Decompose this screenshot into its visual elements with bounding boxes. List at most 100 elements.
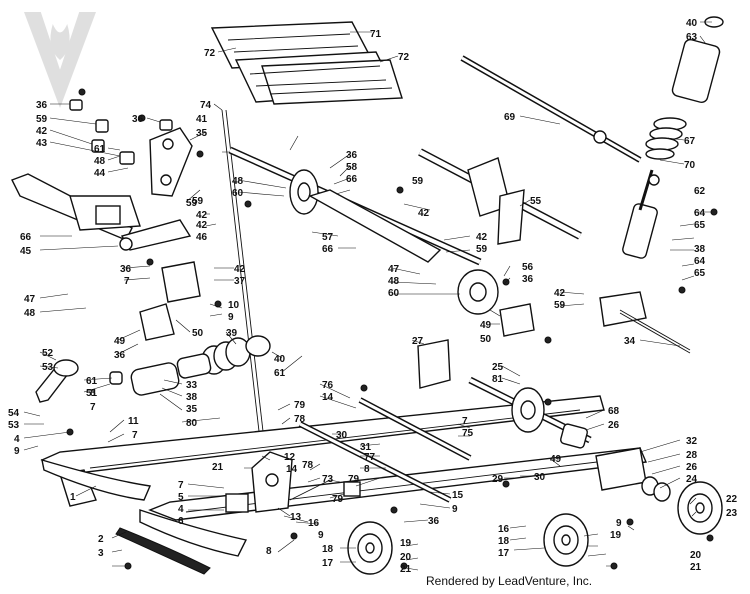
callout: 42	[476, 232, 488, 243]
callout: 31	[360, 442, 372, 453]
callout: 51	[86, 388, 98, 399]
callout: 13	[290, 512, 302, 523]
callout: 61	[86, 376, 98, 387]
callout: 24	[686, 474, 698, 485]
leadventure-logo-icon	[24, 12, 96, 108]
callout: 46	[196, 232, 208, 243]
bumper-part	[417, 339, 451, 389]
callout: 80	[186, 418, 198, 429]
callout: 48	[388, 276, 400, 287]
callout: 8	[364, 464, 370, 475]
callout: 9	[14, 446, 20, 457]
callout: 16	[308, 518, 320, 529]
callout: 62	[694, 186, 706, 197]
callout: 7	[462, 416, 468, 427]
callout: 6	[178, 516, 184, 527]
front-arm-part	[11, 173, 192, 251]
callout: 14	[322, 392, 334, 403]
callout: 48	[24, 308, 36, 319]
callout: 72	[204, 48, 216, 59]
callout: 7	[90, 402, 96, 413]
callout: 4	[14, 434, 20, 445]
callout: 74	[200, 100, 212, 111]
callout: 27	[412, 336, 424, 347]
center-bracket-part	[225, 451, 361, 513]
callout: 48	[232, 176, 244, 187]
callout: 42	[418, 208, 430, 219]
callout: 48	[94, 156, 106, 167]
callout: 36	[522, 274, 534, 285]
callout: 78	[294, 414, 306, 425]
callout: 21	[690, 562, 702, 573]
callout: 26	[686, 462, 698, 473]
front-shock-part	[109, 335, 271, 396]
callout: 57	[322, 232, 334, 243]
callout: 42	[196, 220, 208, 231]
callout: 30	[336, 430, 348, 441]
callout: 3	[98, 548, 104, 559]
mid-pivot-bracket-part	[139, 261, 535, 341]
callout: 72	[398, 52, 410, 63]
rear-cross-tube-part	[418, 148, 582, 245]
callout: 38	[694, 244, 706, 255]
callout: 66	[346, 174, 358, 185]
callout: 11	[128, 416, 139, 427]
callout: 18	[498, 536, 510, 547]
callout: 50	[192, 328, 204, 339]
callout: 42	[196, 210, 208, 221]
bushing-group-part	[69, 99, 173, 165]
callout: 59	[412, 176, 424, 187]
callout: 7	[178, 480, 184, 491]
callout: 49	[550, 454, 562, 465]
callout: 49	[480, 320, 492, 331]
callout: 36	[114, 350, 126, 361]
callout: 66	[20, 232, 32, 243]
callout: 5	[178, 492, 184, 503]
callout: 77	[364, 452, 376, 463]
callout: 9	[228, 312, 234, 323]
callout: 28	[686, 450, 698, 461]
callout: 12	[284, 452, 296, 463]
callout: 59	[192, 196, 204, 207]
callout: 38	[186, 392, 198, 403]
callout: 79	[332, 494, 344, 505]
callout: 71	[370, 29, 382, 40]
callout: 78	[302, 460, 314, 471]
callout: 69	[504, 112, 516, 123]
callout: 53	[8, 420, 20, 431]
callout: 35	[196, 128, 208, 139]
idler-wheel-b-part	[543, 513, 589, 567]
rear-arm-part	[308, 189, 442, 263]
callout: 61	[274, 368, 286, 379]
callout: 22	[726, 494, 738, 505]
callout: 23	[726, 508, 738, 519]
callout: 39	[226, 328, 238, 339]
callout: 43	[36, 138, 48, 149]
callout: 4	[178, 504, 184, 515]
callout: 16	[498, 524, 510, 535]
callout: 9	[616, 518, 622, 529]
callout: 79	[348, 474, 360, 485]
callout: 2	[98, 534, 104, 545]
callout: 36	[36, 100, 48, 111]
callout: 1	[70, 492, 76, 503]
callout: 65	[694, 268, 706, 279]
callout: 50	[480, 334, 492, 345]
callout: 79	[294, 400, 306, 411]
callout: 36	[120, 264, 132, 275]
top-axle-part	[460, 55, 642, 163]
track-adjuster-part	[560, 423, 671, 502]
callout: 21	[400, 564, 412, 575]
callout: 58	[346, 162, 358, 173]
callout: 42	[234, 264, 246, 275]
callout: 25	[492, 362, 504, 373]
callout: 7	[124, 276, 130, 287]
callout: 52	[42, 348, 54, 359]
long-rod-part	[221, 109, 265, 441]
drive-lugs-part	[210, 21, 403, 105]
callout: 8	[90, 388, 96, 399]
callout: 42	[36, 126, 48, 137]
callout: 36	[132, 114, 144, 125]
callout: 64	[694, 256, 706, 267]
callout: 59	[36, 114, 48, 125]
